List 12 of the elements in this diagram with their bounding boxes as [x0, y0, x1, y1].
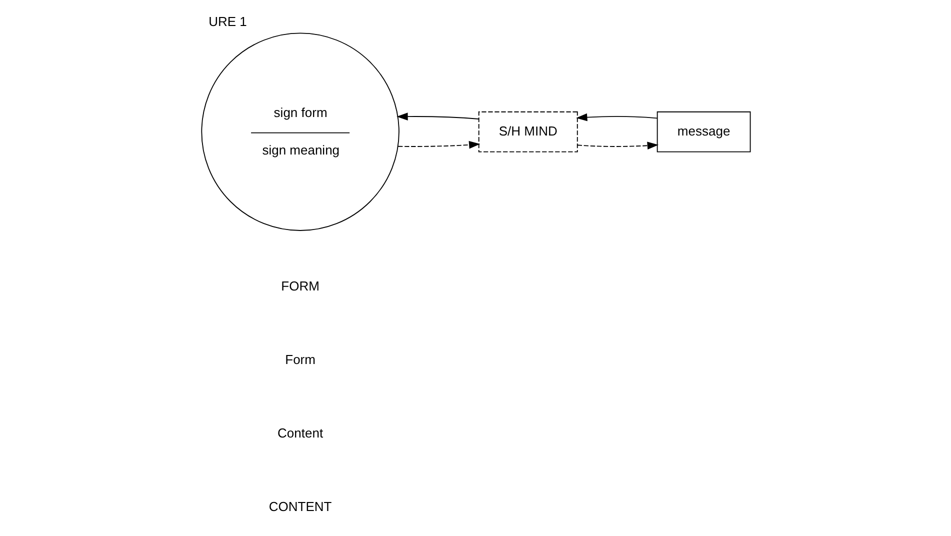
label: Form	[284, 352, 315, 367]
arrow	[576, 142, 658, 150]
label: FORM	[280, 278, 319, 294]
arrow	[397, 140, 480, 149]
arrow	[396, 112, 479, 120]
diagram-title: URE 1	[208, 14, 246, 29]
label: Content	[277, 425, 323, 440]
node-box: S/H MIND	[478, 111, 578, 152]
label: CONTENT	[268, 498, 332, 514]
node-box: message	[656, 111, 750, 152]
node-circle: sign form sign meaning	[200, 32, 399, 231]
arrow	[576, 113, 658, 122]
